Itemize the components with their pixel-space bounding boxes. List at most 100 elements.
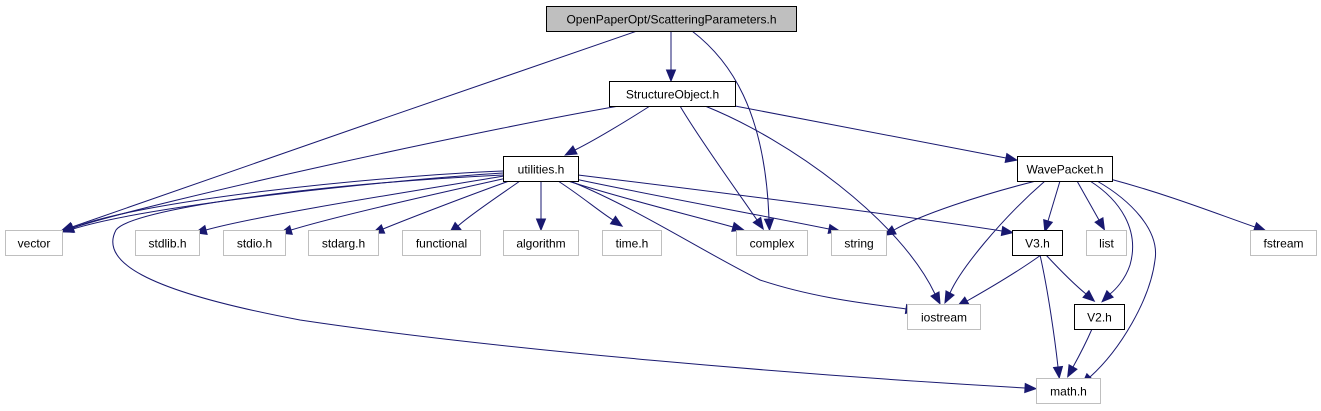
arrowhead-wavepacket-to-iostream — [944, 290, 955, 304]
node-label-complex: complex — [750, 237, 795, 251]
node-box-v3[interactable] — [1012, 230, 1063, 256]
node-label-v3: V3.h — [1025, 237, 1050, 251]
node-complex: complex — [736, 230, 808, 256]
edge-root-to-vector — [71, 30, 638, 228]
node-label-fstream: fstream — [1263, 237, 1303, 251]
edge-utilities-to-vector-secondary — [72, 172, 504, 230]
arrowhead-wavepacket-to-v2 — [1101, 289, 1115, 303]
node-root[interactable]: OpenPaperOpt/ScatteringParameters.h — [546, 6, 797, 32]
arrowhead-utilities-to-math — [1024, 382, 1038, 394]
edge-structureobject-to-utilities — [574, 105, 651, 151]
edges-layer — [60, 30, 1267, 394]
node-list: list — [1086, 230, 1127, 256]
arrowhead-structureobject-to-iostream — [930, 291, 941, 305]
node-label-v2: V2.h — [1087, 311, 1112, 325]
node-box-stdio — [223, 230, 286, 256]
arrowhead-wavepacket-to-list — [1094, 216, 1106, 231]
node-box-v2[interactable] — [1074, 304, 1125, 330]
arrowhead-v2-to-math — [1067, 364, 1078, 378]
node-iostream: iostream — [907, 304, 981, 330]
node-vector: vector — [5, 230, 63, 256]
node-utilities[interactable]: utilities.h — [503, 156, 579, 182]
node-label-stdio: stdio.h — [237, 237, 272, 251]
edge-utilities-to-time — [557, 180, 614, 221]
edge-utilities-to-v3 — [577, 174, 1003, 232]
edge-root-to-complex — [691, 30, 770, 220]
arrowhead-utilities-to-time — [609, 215, 624, 227]
edge-utilities-to-functional — [457, 180, 521, 227]
arrowhead-v3-to-v2 — [1082, 289, 1096, 303]
node-v3[interactable]: V3.h — [1012, 230, 1063, 256]
nodes-layer: OpenPaperOpt/ScatteringParameters.hStruc… — [5, 6, 1317, 404]
arrowhead-utilities-to-vector — [61, 222, 76, 233]
node-box-wavepacket[interactable] — [1017, 156, 1113, 182]
arrowhead-wavepacket-to-fstream — [1252, 221, 1267, 232]
edge-utilities-to-complex — [567, 180, 734, 228]
node-algorithm: algorithm — [503, 230, 579, 256]
edge-utilities-to-vector — [72, 170, 504, 229]
node-stdlib: stdlib.h — [135, 230, 200, 256]
node-box-stdlib — [135, 230, 200, 256]
node-structureobject[interactable]: StructureObject.h — [609, 81, 736, 107]
node-label-string: string — [844, 237, 873, 251]
node-box-time — [602, 230, 662, 256]
node-box-algorithm — [503, 230, 579, 256]
node-box-string — [831, 230, 887, 256]
edge-wavepacket-to-v2 — [1089, 180, 1134, 295]
node-fstream: fstream — [1250, 230, 1317, 256]
edge-v3-to-v2 — [1045, 254, 1087, 295]
node-box-root[interactable] — [546, 6, 797, 32]
arrowhead-root-to-structureobject — [665, 69, 677, 83]
node-label-root: OpenPaperOpt/ScatteringParameters.h — [566, 13, 776, 27]
node-wavepacket[interactable]: WavePacket.h — [1017, 156, 1113, 182]
node-label-structureobject: StructureObject.h — [626, 88, 719, 102]
arrowhead-structureobject-to-utilities — [564, 145, 578, 156]
arrowhead-structureobject-to-complex — [752, 216, 764, 231]
edge-utilities-to-stdarg — [382, 179, 513, 230]
edge-v2-to-math — [1072, 328, 1093, 368]
edge-wavepacket-to-fstream — [1109, 178, 1256, 228]
node-stdarg: stdarg.h — [308, 230, 379, 256]
edge-utilities-to-math — [112, 174, 1026, 389]
node-stdio: stdio.h — [223, 230, 286, 256]
node-box-math — [1036, 378, 1101, 404]
node-v2[interactable]: V2.h — [1074, 304, 1125, 330]
arrowhead-wavepacket-to-string — [883, 225, 897, 236]
node-label-utilities: utilities.h — [518, 163, 565, 177]
edge-utilities-to-string — [574, 178, 830, 230]
edge-structureobject-to-wavepacket — [734, 105, 1007, 159]
node-label-iostream: iostream — [921, 311, 967, 325]
node-box-structureobject[interactable] — [609, 81, 736, 107]
node-box-fstream — [1250, 230, 1317, 256]
node-label-time: time.h — [616, 237, 649, 251]
edge-utilities-to-stdlib — [205, 175, 505, 231]
node-box-utilities[interactable] — [503, 156, 579, 182]
node-label-algorithm: algorithm — [516, 237, 565, 251]
edge-v3-to-math — [1039, 254, 1059, 368]
arrowhead-utilities-to-v3 — [1000, 225, 1015, 237]
node-label-stdlib: stdlib.h — [148, 237, 186, 251]
node-box-iostream — [907, 304, 981, 330]
node-box-complex — [736, 230, 808, 256]
node-time: time.h — [602, 230, 662, 256]
edge-structureobject-to-iostream — [704, 105, 936, 295]
node-string: string — [831, 230, 887, 256]
edge-wavepacket-to-v3 — [1047, 180, 1061, 222]
node-box-functional — [402, 230, 481, 256]
node-label-vector: vector — [18, 237, 51, 251]
node-box-vector — [5, 230, 63, 256]
node-label-math: math.h — [1050, 385, 1087, 399]
node-box-list — [1086, 230, 1127, 256]
node-math: math.h — [1036, 378, 1101, 404]
edge-wavepacket-to-list — [1076, 180, 1100, 221]
edge-wavepacket-to-string — [893, 180, 1037, 231]
edge-v3-to-iostream — [966, 254, 1042, 302]
node-label-list: list — [1099, 237, 1114, 251]
arrowhead-structureobject-to-wavepacket — [1004, 152, 1019, 164]
arrowhead-wavepacket-to-v3 — [1043, 219, 1054, 233]
edge-utilities-to-iostream — [569, 180, 907, 310]
node-box-stdarg — [308, 230, 379, 256]
arrowhead-utilities-to-algorithm — [535, 218, 547, 232]
node-label-wavepacket: WavePacket.h — [1027, 163, 1104, 177]
